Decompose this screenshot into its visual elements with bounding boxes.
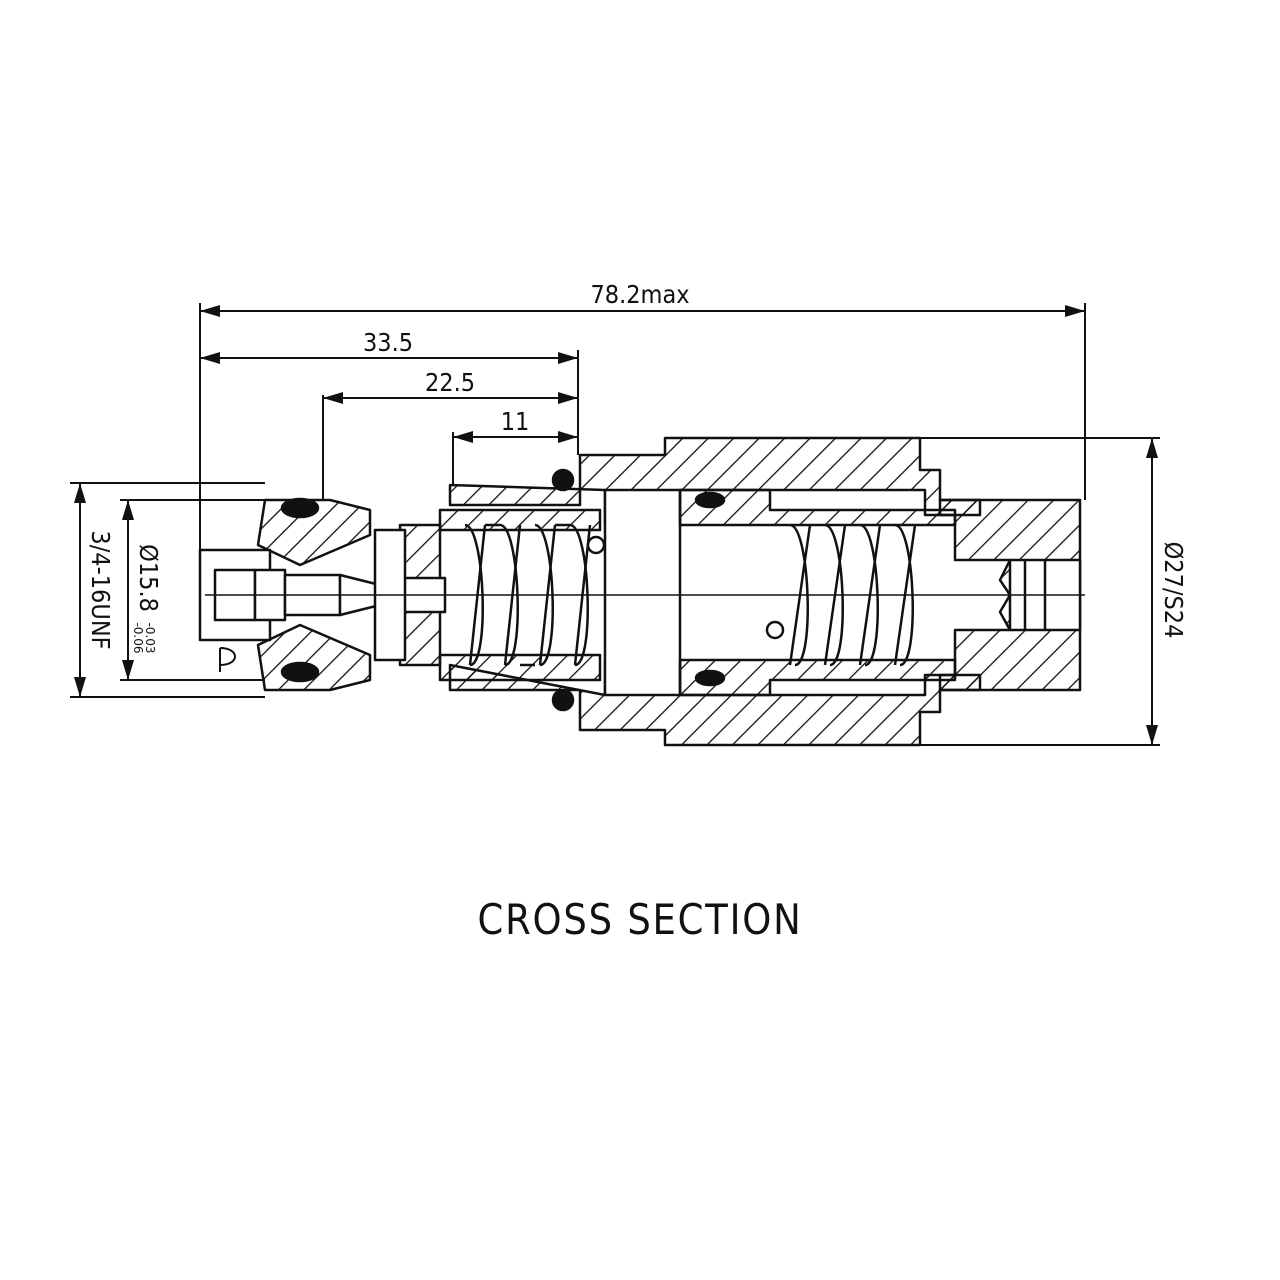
drawing-caption: CROSS SECTION bbox=[477, 895, 803, 944]
port-symbol bbox=[219, 647, 236, 672]
dim-to-seal-1: 33.5 bbox=[363, 328, 413, 357]
dim-thread: 3/4-16UNF bbox=[86, 530, 115, 649]
dim-hex: Ø27/S24 bbox=[1159, 542, 1188, 639]
o-rings bbox=[280, 468, 785, 712]
dim-pilot-tol-upper: -0.03 bbox=[143, 622, 157, 653]
dim-to-seal-3: 11 bbox=[501, 407, 530, 436]
dim-pilot-diameter: Ø15.8 bbox=[134, 544, 163, 612]
dim-overall-length: 78.2max bbox=[590, 280, 689, 309]
dim-to-seal-2: 22.5 bbox=[425, 368, 475, 397]
dim-pilot-tol-lower: -0.06 bbox=[131, 622, 145, 653]
